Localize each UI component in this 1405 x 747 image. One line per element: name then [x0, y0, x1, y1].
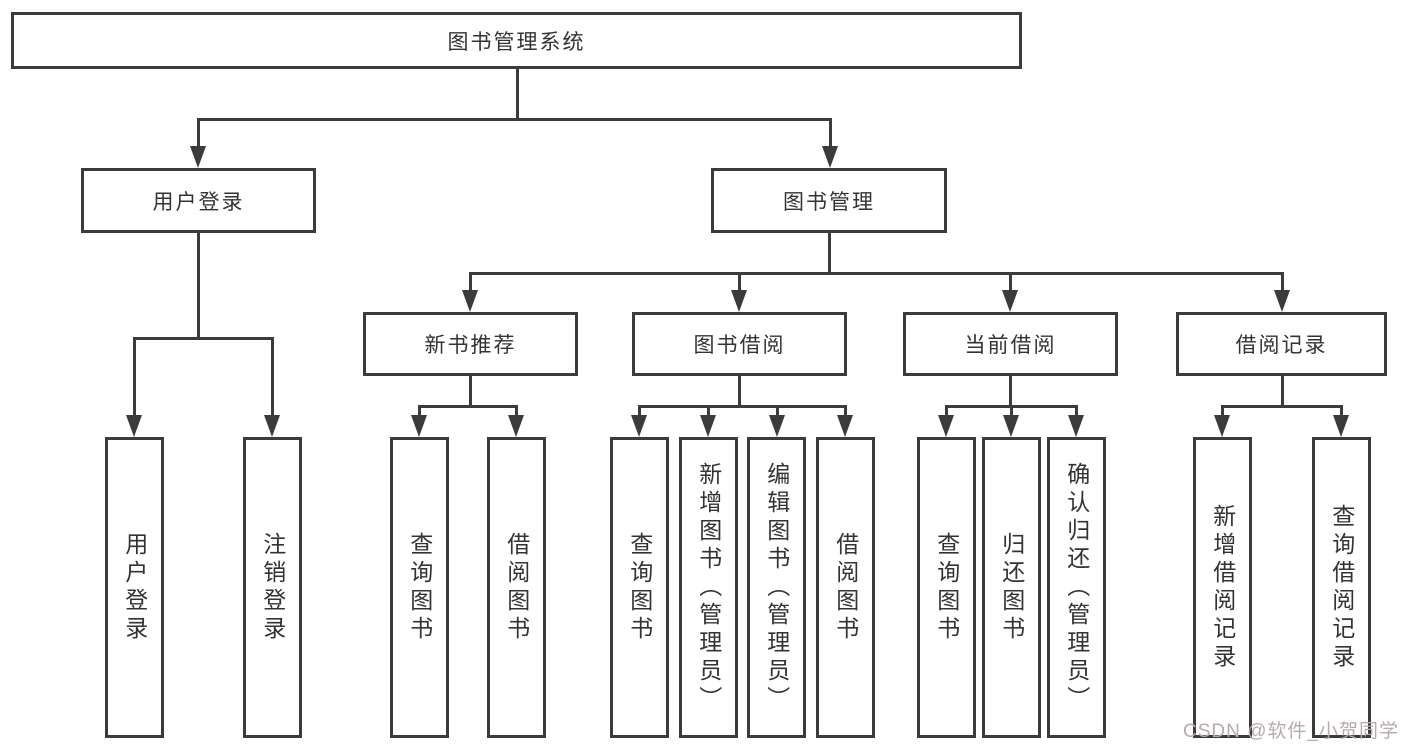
node-leaf-query-books-current: 查询图书: [917, 437, 976, 738]
connector-stem: [1009, 374, 1012, 408]
connector-drop: [829, 118, 832, 148]
connector-user-login-stem: [197, 231, 200, 339]
node-label: 新增借阅记录: [1209, 503, 1236, 672]
node-label: 图书管理系统: [447, 30, 586, 54]
node-root-library-system: 图书管理系统: [11, 12, 1022, 69]
node-leaf-confirm-return-admin: 确认归还（管理员）: [1047, 437, 1106, 738]
connector-root-bar: [197, 118, 831, 121]
csdn-watermark: CSDN @软件_小贺同学: [1183, 721, 1399, 742]
node-label: 当前借阅: [964, 334, 1057, 357]
arrow-down-icon: [1333, 415, 1349, 437]
node-new-book-recommend: 新书推荐: [363, 312, 578, 376]
arrow-down-icon: [1002, 290, 1018, 312]
arrow-down-icon: [1214, 415, 1230, 437]
node-label: 用户登录: [152, 190, 245, 214]
node-label: 借阅图书: [503, 531, 530, 644]
arrow-down-icon: [126, 415, 142, 437]
arrow-down-icon: [631, 415, 647, 437]
arrow-down-icon: [1068, 415, 1084, 437]
node-label: 借阅图书: [832, 531, 859, 644]
connector-drop: [1009, 272, 1012, 292]
node-label: 图书借阅: [693, 334, 786, 357]
connector-drop: [469, 272, 472, 292]
arrow-down-icon: [938, 415, 954, 437]
connector-bar: [418, 405, 518, 408]
node-book-management: 图书管理: [711, 168, 947, 233]
node-label: 归还图书: [998, 531, 1025, 644]
node-label: 查询图书: [406, 531, 433, 644]
arrow-down-icon: [411, 415, 427, 437]
node-label: 借阅记录: [1235, 334, 1328, 357]
node-user-login: 用户登录: [81, 168, 316, 233]
connector-drop: [945, 405, 948, 418]
connector-drop: [1221, 405, 1224, 418]
connector-drop: [418, 405, 421, 418]
connector-book-mgmt-bar: [469, 272, 1283, 275]
node-label: 新增图书（管理员）: [695, 461, 722, 714]
connector-drop: [1340, 405, 1343, 418]
node-label: 确认归还（管理员）: [1063, 461, 1090, 714]
arrow-down-icon: [1274, 290, 1290, 312]
connector-drop: [515, 405, 518, 418]
node-leaf-edit-books-admin: 编辑图书（管理员）: [747, 437, 806, 738]
connector-user-login-bar: [133, 337, 274, 340]
connector-drop: [638, 405, 641, 418]
connector-drop: [133, 337, 136, 416]
node-leaf-query-borrow-record: 查询借阅记录: [1312, 437, 1371, 738]
connector-drop: [1010, 405, 1013, 418]
connector-bar: [638, 405, 847, 408]
node-book-borrow: 图书借阅: [632, 312, 847, 376]
connector-stem: [1281, 374, 1284, 408]
connector-stem: [738, 374, 741, 408]
node-label: 图书管理: [783, 190, 875, 214]
connector-bar: [1221, 405, 1343, 408]
node-label: 查询借阅记录: [1328, 503, 1355, 672]
arrow-down-icon: [1003, 415, 1019, 437]
node-leaf-logout: 注销登录: [243, 437, 302, 738]
connector-root-stem: [516, 68, 519, 120]
connector-stem: [469, 374, 472, 408]
arrow-down-icon: [462, 290, 478, 312]
arrow-down-icon: [190, 146, 206, 168]
node-borrow-records: 借阅记录: [1176, 312, 1387, 376]
connector-drop: [707, 405, 710, 418]
arrow-down-icon: [508, 415, 524, 437]
node-leaf-add-books-admin: 新增图书（管理员）: [679, 437, 738, 738]
connector-drop: [1281, 272, 1284, 292]
connector-drop: [1075, 405, 1078, 418]
arrow-down-icon: [837, 415, 853, 437]
connector-drop: [776, 405, 779, 418]
node-leaf-query-books-borrow: 查询图书: [610, 437, 669, 738]
arrow-down-icon: [822, 146, 838, 168]
connector-drop: [197, 118, 200, 148]
node-label: 查询图书: [933, 531, 960, 644]
node-label: 用户登录: [121, 531, 148, 644]
node-label: 注销登录: [259, 531, 286, 644]
arrow-down-icon: [769, 415, 785, 437]
node-leaf-query-books-recommend: 查询图书: [390, 437, 449, 738]
node-leaf-borrow-books-recommend: 借阅图书: [487, 437, 546, 738]
node-label: 编辑图书（管理员）: [763, 461, 790, 714]
connector-drop: [271, 337, 274, 416]
node-label: 新书推荐: [424, 334, 517, 357]
node-leaf-return-books: 归还图书: [982, 437, 1041, 738]
node-leaf-borrow-books: 借阅图书: [816, 437, 875, 738]
arrow-down-icon: [264, 415, 280, 437]
node-leaf-add-borrow-record: 新增借阅记录: [1193, 437, 1252, 738]
node-leaf-user-login: 用户登录: [105, 437, 164, 738]
arrow-down-icon: [700, 415, 716, 437]
connector-book-mgmt-stem: [828, 231, 831, 275]
connector-drop: [844, 405, 847, 418]
connector-drop: [738, 272, 741, 292]
node-current-borrow: 当前借阅: [903, 312, 1118, 376]
node-label: 查询图书: [626, 531, 653, 644]
arrow-down-icon: [731, 290, 747, 312]
